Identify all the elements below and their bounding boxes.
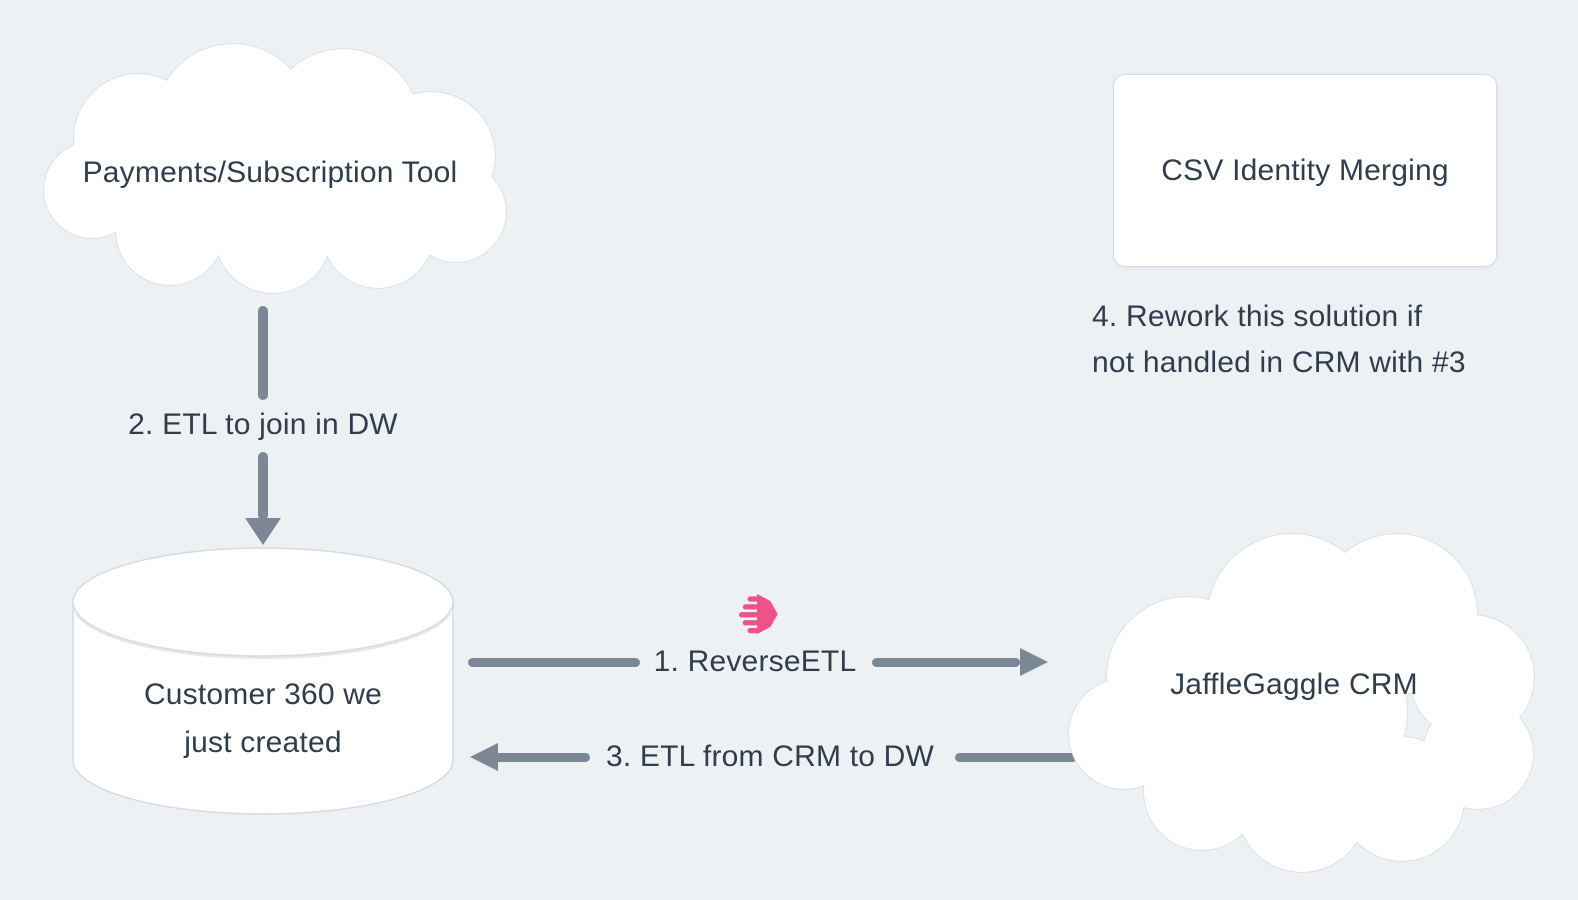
etl-to-join-arrow-label: 2. ETL to join in DW (128, 408, 398, 441)
reverse-etl-arrow-segment-left (468, 658, 640, 667)
etl-from-crm-arrow-label: 3. ETL from CRM to DW (605, 740, 935, 773)
rework-note-line1: 4. Rework this solution if (1092, 300, 1423, 333)
jafflegaggle-cloud-shape (1068, 533, 1535, 873)
etl-to-join-arrow-segment-bottom (258, 452, 268, 520)
customer360-cylinder-shape (72, 547, 454, 815)
rework-note-line2: not handled in CRM with #3 (1092, 346, 1466, 379)
etl-from-crm-arrowhead-icon (470, 743, 498, 771)
reverse-etl-arrowhead-icon (1020, 648, 1048, 676)
reverse-etl-arrow-segment-right (872, 658, 1020, 667)
reverse-etl-arrow-label: 1. ReverseETL (653, 645, 857, 678)
etl-to-join-arrow-segment-top (258, 306, 268, 400)
csv-identity-box: CSV Identity Merging (1113, 74, 1497, 267)
payments-cloud-shape (43, 43, 507, 294)
etl-from-crm-arrow-segment-right (955, 753, 1077, 762)
csv-identity-box-label: CSV Identity Merging (1161, 153, 1449, 187)
census-logo-icon (738, 593, 778, 635)
etl-from-crm-arrow-segment-left (494, 753, 590, 762)
rework-note: 4. Rework this solution if not handled i… (1092, 294, 1552, 386)
etl-to-join-arrowhead-icon (245, 518, 281, 545)
